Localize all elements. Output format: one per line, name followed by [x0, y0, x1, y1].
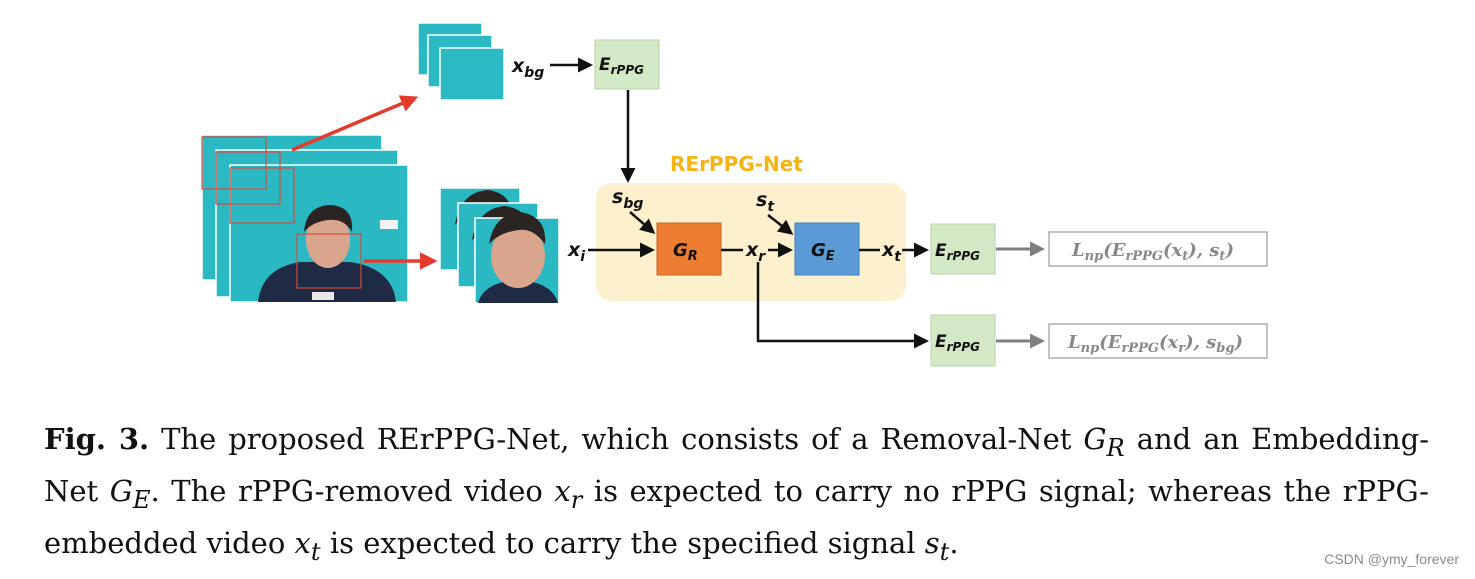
svg-text:GE: GE — [811, 240, 835, 264]
svg-text:ErPPG: ErPPG — [599, 55, 644, 77]
caption-gr: G — [1083, 422, 1107, 456]
caption-text: The proposed RErPPG-Net, which consists … — [149, 422, 1084, 456]
s-t-label: st — [756, 189, 775, 215]
caption-ge: G — [109, 473, 133, 508]
bg-crop-arrow — [291, 95, 419, 152]
figure-number: Fig. 3. — [44, 422, 150, 456]
caption-ge-sub: E — [132, 485, 151, 514]
loss-bottom-box: Lnp(ErPPG(xr), sbg) — [1048, 323, 1268, 359]
watermark: CSDN @ymy_forever — [1324, 551, 1459, 567]
rerppg-net-title: RErPPG-Net — [670, 152, 803, 176]
s-bg-label: sbg — [612, 186, 643, 212]
svg-text:Lnp(ErPPG(xr), sbg): Lnp(ErPPG(xr), sbg) — [1067, 332, 1243, 356]
caption-xr: x — [554, 473, 571, 508]
x-bg-label: xbg — [511, 55, 544, 81]
caption-text: is expected to carry the specified signa… — [320, 525, 925, 560]
e-rppg-box-middle: ErPPG — [930, 223, 996, 275]
e-rppg-box-bottom: ErPPG — [930, 314, 996, 367]
face-crop-stack — [439, 187, 560, 304]
svg-text:GR: GR — [673, 240, 698, 264]
input-video-frames — [201, 134, 409, 303]
background-patch-stack — [417, 22, 505, 101]
caption-gr-sub: R — [1106, 433, 1125, 462]
diagram-canvas: RErPPG-Net xbg ErPPG sbg xi GR xr st GE … — [201, 22, 1268, 367]
svg-text:Lnp(ErPPG(xt), st): Lnp(ErPPG(xt), st) — [1071, 240, 1234, 264]
caption-xt-sub: t — [310, 537, 321, 566]
caption-st: s — [924, 525, 940, 560]
x-r-label: xr — [745, 239, 766, 265]
svg-text:ErPPG: ErPPG — [935, 241, 980, 263]
x-i-label: xi — [567, 239, 585, 265]
s-bg-arrow — [629, 211, 656, 234]
e-rppg-box-top: ErPPG — [594, 39, 660, 90]
caption-xr-sub: r — [570, 485, 583, 514]
s-t-arrow — [767, 214, 794, 235]
loss-top-box: Lnp(ErPPG(xt), st) — [1048, 231, 1268, 267]
x-t-label: xt — [881, 239, 902, 265]
person-figure — [258, 205, 396, 302]
svg-text:ErPPG: ErPPG — [935, 332, 980, 354]
caption-text: . — [949, 525, 959, 560]
x-r-branch-arrow — [756, 262, 929, 349]
figure-caption: Fig. 3. The proposed RErPPG-Net, which c… — [44, 418, 1429, 573]
g-r-box: GR — [656, 222, 722, 276]
g-e-box: GE — [794, 222, 860, 276]
caption-text: . The rPPG-removed video — [150, 473, 555, 508]
caption-text: and an Embedding-Net — [44, 422, 1429, 508]
caption-text: is expected to carry no rPPG signal; whe… — [44, 473, 1429, 560]
caption-st-sub: t — [939, 537, 950, 566]
caption-xt: x — [294, 525, 311, 560]
